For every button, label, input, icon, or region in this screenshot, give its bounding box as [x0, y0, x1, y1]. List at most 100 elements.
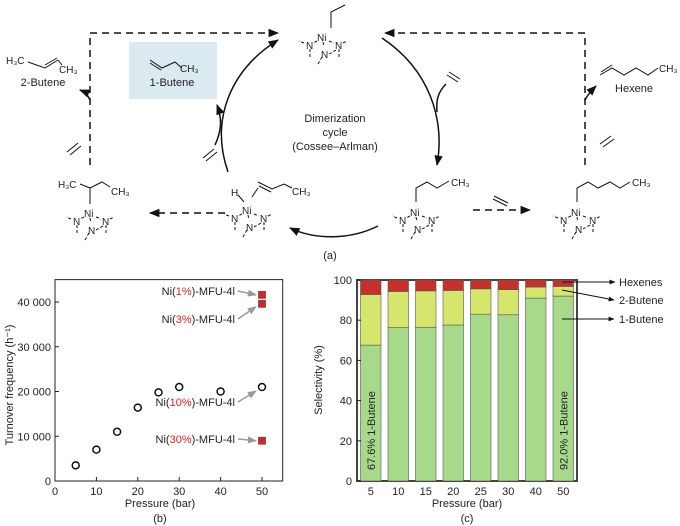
n-atom-left: N: [306, 41, 313, 52]
ni-atom: Ni: [317, 33, 326, 44]
cycle-arc-bottom: [289, 225, 379, 238]
catalytic-cycle-scheme: H₃C CH₃ CH₃ CH₃ H₃C CH₃ H CH₃ CH₃ CH₃ 2-…: [6, 4, 678, 262]
annotation-pct: 1%: [176, 286, 192, 298]
x-tick-label: 25: [475, 486, 487, 498]
bar-segment-1-butene: [497, 314, 519, 482]
y-tick-label: 0: [346, 476, 352, 488]
x-tick-label: 10: [392, 486, 404, 498]
bar-segment-hexenes: [552, 279, 574, 287]
series-annotation: Ni(3%)-MFU-4l: [162, 314, 235, 326]
bar-label-50-bar: 92.0% 1-Butene: [558, 391, 570, 470]
legend-1-butene: 1-Butene: [619, 314, 664, 326]
hexene-label: Hexene: [615, 83, 653, 95]
bar-segment-1-butene: [470, 313, 492, 482]
annotation-arrow: [237, 390, 257, 403]
n-atom-bottom: N: [246, 223, 253, 234]
bar-segment-hexenes: [360, 279, 382, 295]
y-axis-label: Selectivity (%): [313, 345, 325, 415]
n-atom-right: N: [102, 217, 109, 228]
y-tick-label: 80: [340, 315, 352, 327]
annotation-arrow: [237, 436, 257, 444]
sec-butyl-h3c: H₃C: [58, 180, 77, 191]
ni-atom: Ni: [84, 209, 93, 220]
annotation-pre: Ni(: [162, 314, 176, 326]
bar-segment-hexenes: [415, 279, 437, 292]
butyl-ch3: CH₃: [451, 178, 470, 189]
bar-segment-1-butene: [360, 344, 382, 482]
coordinated-butene: [251, 181, 293, 198]
metal-ligand-bonds: [65, 216, 115, 241]
x-tick-label: 5: [368, 486, 374, 498]
annotation-post: )-MFU-4l: [192, 434, 235, 446]
panel-label-b: (b): [153, 513, 166, 525]
n-atom-bottom: N: [88, 226, 95, 237]
cycle-title-line3: (Cossee–Arlman): [292, 141, 378, 153]
metal-ligand-bonds: [298, 40, 348, 65]
bar-segment-1-butene: [525, 297, 547, 482]
cycle-title-line2: cycle: [322, 127, 347, 139]
x-tick-label: 15: [420, 486, 432, 498]
y-tick-label: 60: [340, 355, 352, 367]
right-dashed-return-arrow: [383, 28, 586, 165]
metal-ligand-bonds: [223, 213, 273, 238]
x-tick-label: 30: [502, 486, 514, 498]
coordinated-butene-ch3: CH₃: [292, 187, 311, 198]
sec-butyl-ch3: CH₃: [111, 187, 130, 198]
plot-frame: [356, 279, 578, 482]
series-annotation: Ni(30%)-MFU-4l: [156, 434, 235, 446]
butyl-chain: [415, 180, 450, 202]
metal-ligand-bonds: [391, 215, 441, 240]
bar-segment-2-butene: [415, 290, 437, 328]
series-annotation: Ni(10%)-MFU-4l: [156, 397, 235, 409]
legend-2-butene: 2-Butene: [619, 295, 664, 307]
cycle-title-line1: Dimerization: [304, 113, 365, 125]
ni-atom: Ni: [571, 208, 580, 219]
hexene-release-arrow: [584, 85, 597, 101]
annotation-arrow: [237, 289, 257, 297]
x-tick-label: 0: [52, 486, 58, 498]
one-butene-release-arrow: [214, 104, 225, 146]
x-tick-label: 20: [447, 486, 459, 498]
bar-segment-2-butene: [387, 291, 409, 328]
y-tick-label: 30 000: [17, 342, 51, 354]
n-atom-right: N: [428, 216, 435, 227]
hydride-bond: [237, 194, 245, 203]
one-butene-ch3: CH₃: [180, 64, 199, 75]
two-butene-release-arrow: [79, 89, 91, 101]
ni-atom: Ni: [242, 206, 251, 217]
bar-segment-2-butene: [525, 286, 547, 299]
y-tick-label: 40: [340, 396, 352, 408]
x-tick-label: 30: [173, 486, 185, 498]
ethylene-uptake-arrow: [436, 83, 447, 113]
annotation-pct: 3%: [176, 314, 192, 326]
two-butene-label: 2-Butene: [21, 77, 66, 89]
bar-segment-1-butene: [387, 327, 409, 482]
data-point-circle: [174, 382, 184, 392]
y-axis-label: Turnover frequency (h⁻¹): [4, 325, 16, 446]
two-butene-h3c: H₃C: [6, 56, 25, 67]
n-atom-bottom: N: [414, 225, 421, 236]
data-point-circle: [257, 382, 267, 392]
panel-label-c: (c): [461, 513, 474, 525]
data-point-circle: [112, 427, 122, 437]
plot-frame: [54, 279, 284, 482]
bar-segment-hexenes: [497, 279, 519, 290]
data-point-square: [258, 290, 266, 299]
data-point-circle: [154, 388, 163, 397]
x-tick-label: 40: [214, 486, 226, 498]
y-tick-label: 20: [340, 436, 352, 448]
y-tick-label: 0: [45, 476, 51, 488]
bar-segment-2-butene: [442, 290, 464, 326]
n-atom-left: N: [73, 217, 80, 228]
x-tick-label: 10: [90, 486, 102, 498]
data-point-circle: [133, 403, 143, 412]
bar-segment-2-butene: [360, 294, 382, 346]
y-tick-label: 10 000: [17, 431, 51, 443]
hexyl-chain: [576, 181, 631, 202]
n-atom-bottom: N: [575, 225, 582, 236]
